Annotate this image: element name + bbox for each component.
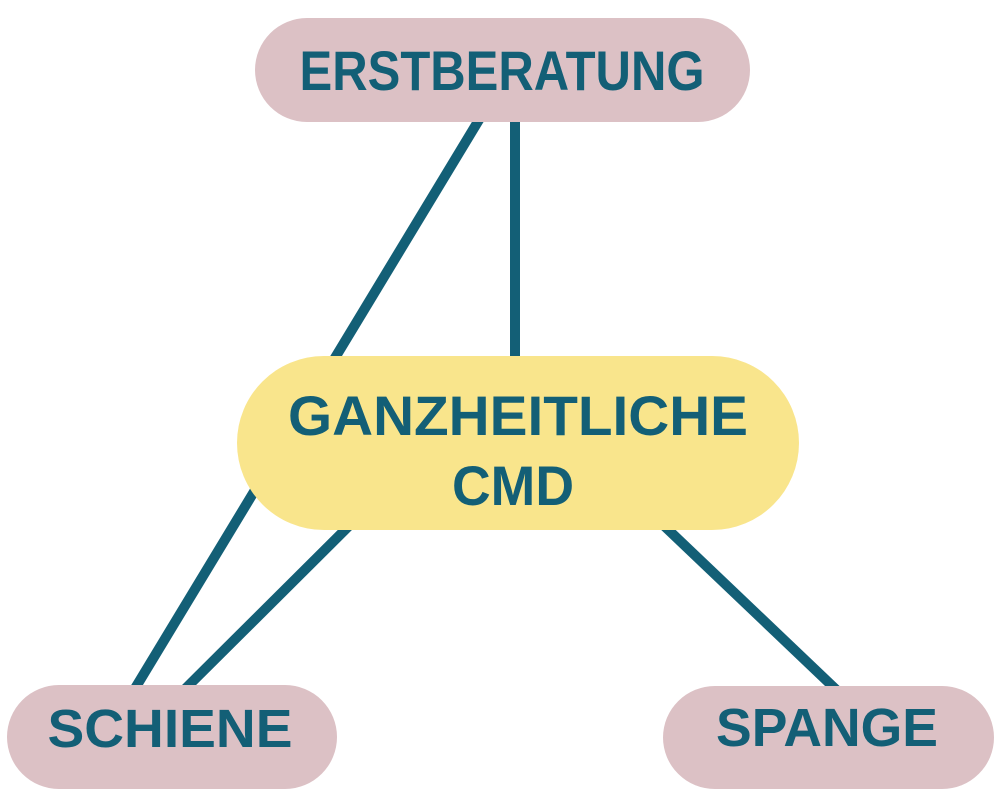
node-erstberatung bbox=[255, 18, 750, 122]
node-ganzheitliche-cmd-label-line1: GANZHEITLICHE bbox=[288, 384, 748, 447]
node-ganzheitliche-cmd bbox=[237, 356, 799, 530]
node-spange-label: SPANGE bbox=[716, 698, 938, 758]
node-erstberatung-label: ERSTBERATUNG bbox=[300, 39, 705, 102]
node-schiene bbox=[7, 685, 337, 789]
edge-cmd-schiene bbox=[170, 496, 379, 704]
node-spange bbox=[663, 686, 994, 789]
node-schiene-label: SCHIENE bbox=[48, 699, 293, 759]
edge-cmd-spange bbox=[633, 496, 851, 704]
node-ganzheitliche-cmd-label-line2: CMD bbox=[452, 454, 574, 517]
